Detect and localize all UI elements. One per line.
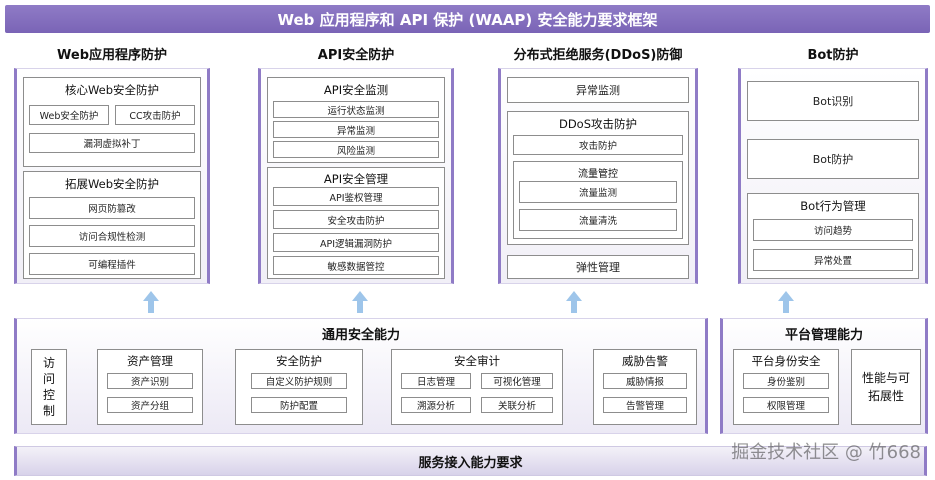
flow-control-title: 流量管控 bbox=[578, 169, 618, 180]
flow-monitor-box: 流量监测 bbox=[519, 181, 677, 203]
up-arrow-icon bbox=[778, 291, 794, 313]
web-panel: 核心Web安全防护 Web安全防护 CC攻击防护 漏洞虚拟补丁 拓展Web安全防… bbox=[14, 68, 210, 284]
service-access-bar: 服务接入能力要求 bbox=[14, 446, 927, 476]
bot-behavior-title: Bot行为管理 bbox=[800, 199, 866, 213]
bot-heading: Bot防护 bbox=[807, 48, 859, 63]
compliance-box: 访问合规性检测 bbox=[29, 225, 195, 247]
log-manage-box: 日志管理 bbox=[401, 373, 471, 389]
virtual-patch-box: 漏洞虚拟补丁 bbox=[29, 133, 195, 153]
perf-label: 性能与可拓展性 bbox=[861, 371, 910, 403]
plugin-box: 可编程插件 bbox=[29, 253, 195, 275]
alert-manage-box: 告警管理 bbox=[603, 397, 687, 413]
cc-attack-box: CC攻击防护 bbox=[115, 105, 195, 125]
watermark-text: 掘金技术社区 @ 竹668 bbox=[731, 442, 921, 463]
sensitive-data-box: 敏感数据管控 bbox=[273, 256, 439, 275]
visit-trend-box: 访问趋势 bbox=[753, 219, 913, 241]
run-state-box: 运行状态监测 bbox=[273, 101, 439, 118]
api-heading: API安全防护 bbox=[317, 48, 395, 63]
protect-config-box: 防护配置 bbox=[251, 397, 347, 413]
risk-box: 风险监测 bbox=[273, 141, 439, 158]
bot-identify-box: Bot识别 bbox=[747, 81, 919, 121]
api-monitor-title: API安全监测 bbox=[323, 83, 389, 97]
flow-clean-box: 流量清洗 bbox=[519, 209, 677, 231]
identity-title: 平台身份安全 bbox=[751, 354, 821, 368]
identity-auth-box: 身份鉴别 bbox=[743, 373, 829, 389]
asset-group-box: 资产分组 bbox=[107, 397, 193, 413]
ext-web-title: 拓展Web安全防护 bbox=[64, 177, 160, 191]
perf-box: 性能与可拓展性 bbox=[851, 349, 921, 425]
logic-vuln-box: API逻辑漏洞防护 bbox=[273, 233, 439, 252]
up-arrow-icon bbox=[352, 291, 368, 313]
visual-manage-box: 可视化管理 bbox=[481, 373, 553, 389]
up-arrow-icon bbox=[143, 291, 159, 313]
protect-title: 安全防护 bbox=[276, 354, 322, 368]
ddos-anomaly-box: 异常监测 bbox=[507, 77, 689, 103]
api-panel: API安全监测 运行状态监测 异常监测 风险监测 API安全管理 API鉴权管理… bbox=[258, 68, 454, 284]
correlation-box: 关联分析 bbox=[481, 397, 553, 413]
ddos-heading: 分布式拒绝服务(DDoS)防御 bbox=[513, 48, 683, 63]
platform-band: 平台管理能力 平台身份安全 身份鉴别 权限管理 性能与可拓展性 bbox=[720, 318, 928, 434]
elastic-box: 弹性管理 bbox=[507, 255, 689, 279]
asset-identify-box: 资产识别 bbox=[107, 373, 193, 389]
bot-protect-box: Bot防护 bbox=[747, 139, 919, 179]
ddos-panel: 异常监测 DDoS攻击防护 攻击防护 流量管控 流量监测 流量清洗 弹性管理 bbox=[498, 68, 698, 284]
platform-title: 平台管理能力 bbox=[784, 328, 863, 343]
threat-intel-box: 威胁情报 bbox=[603, 373, 687, 389]
ddos-attack-title: DDoS攻击防护 bbox=[558, 117, 638, 131]
general-band: 通用安全能力 访问控制 资产管理 资产识别 资产分组 安全防护 自定义防护规则 … bbox=[14, 318, 708, 434]
api-auth-box: API鉴权管理 bbox=[273, 187, 439, 206]
permission-box: 权限管理 bbox=[743, 397, 829, 413]
threat-title: 威胁告警 bbox=[622, 354, 668, 368]
framework-title: Web 应用程序和 API 保护 (WAAP) 安全能力要求框架 bbox=[5, 5, 930, 33]
general-title: 通用安全能力 bbox=[321, 328, 400, 343]
bot-panel: Bot识别 Bot防护 Bot行为管理 访问趋势 异常处置 bbox=[738, 68, 928, 284]
web-security-box: Web安全防护 bbox=[29, 105, 109, 125]
anti-tamper-box: 网页防篡改 bbox=[29, 197, 195, 219]
up-arrow-icon bbox=[566, 291, 582, 313]
audit-title: 安全审计 bbox=[454, 354, 500, 368]
attack-protect-box: 攻击防护 bbox=[513, 135, 683, 155]
access-control-label: 访问控制 bbox=[42, 356, 55, 418]
access-control-box: 访问控制 bbox=[31, 349, 67, 425]
attack-defense-box: 安全攻击防护 bbox=[273, 210, 439, 229]
custom-rule-box: 自定义防护规则 bbox=[251, 373, 347, 389]
web-heading: Web应用程序防护 bbox=[57, 48, 167, 63]
api-manage-title: API安全管理 bbox=[323, 172, 389, 186]
asset-title: 资产管理 bbox=[127, 354, 173, 368]
anomaly-handle-box: 异常处置 bbox=[753, 249, 913, 271]
core-web-title: 核心Web安全防护 bbox=[64, 83, 160, 97]
anomaly-box: 异常监测 bbox=[273, 121, 439, 138]
trace-analysis-box: 溯源分析 bbox=[401, 397, 471, 413]
